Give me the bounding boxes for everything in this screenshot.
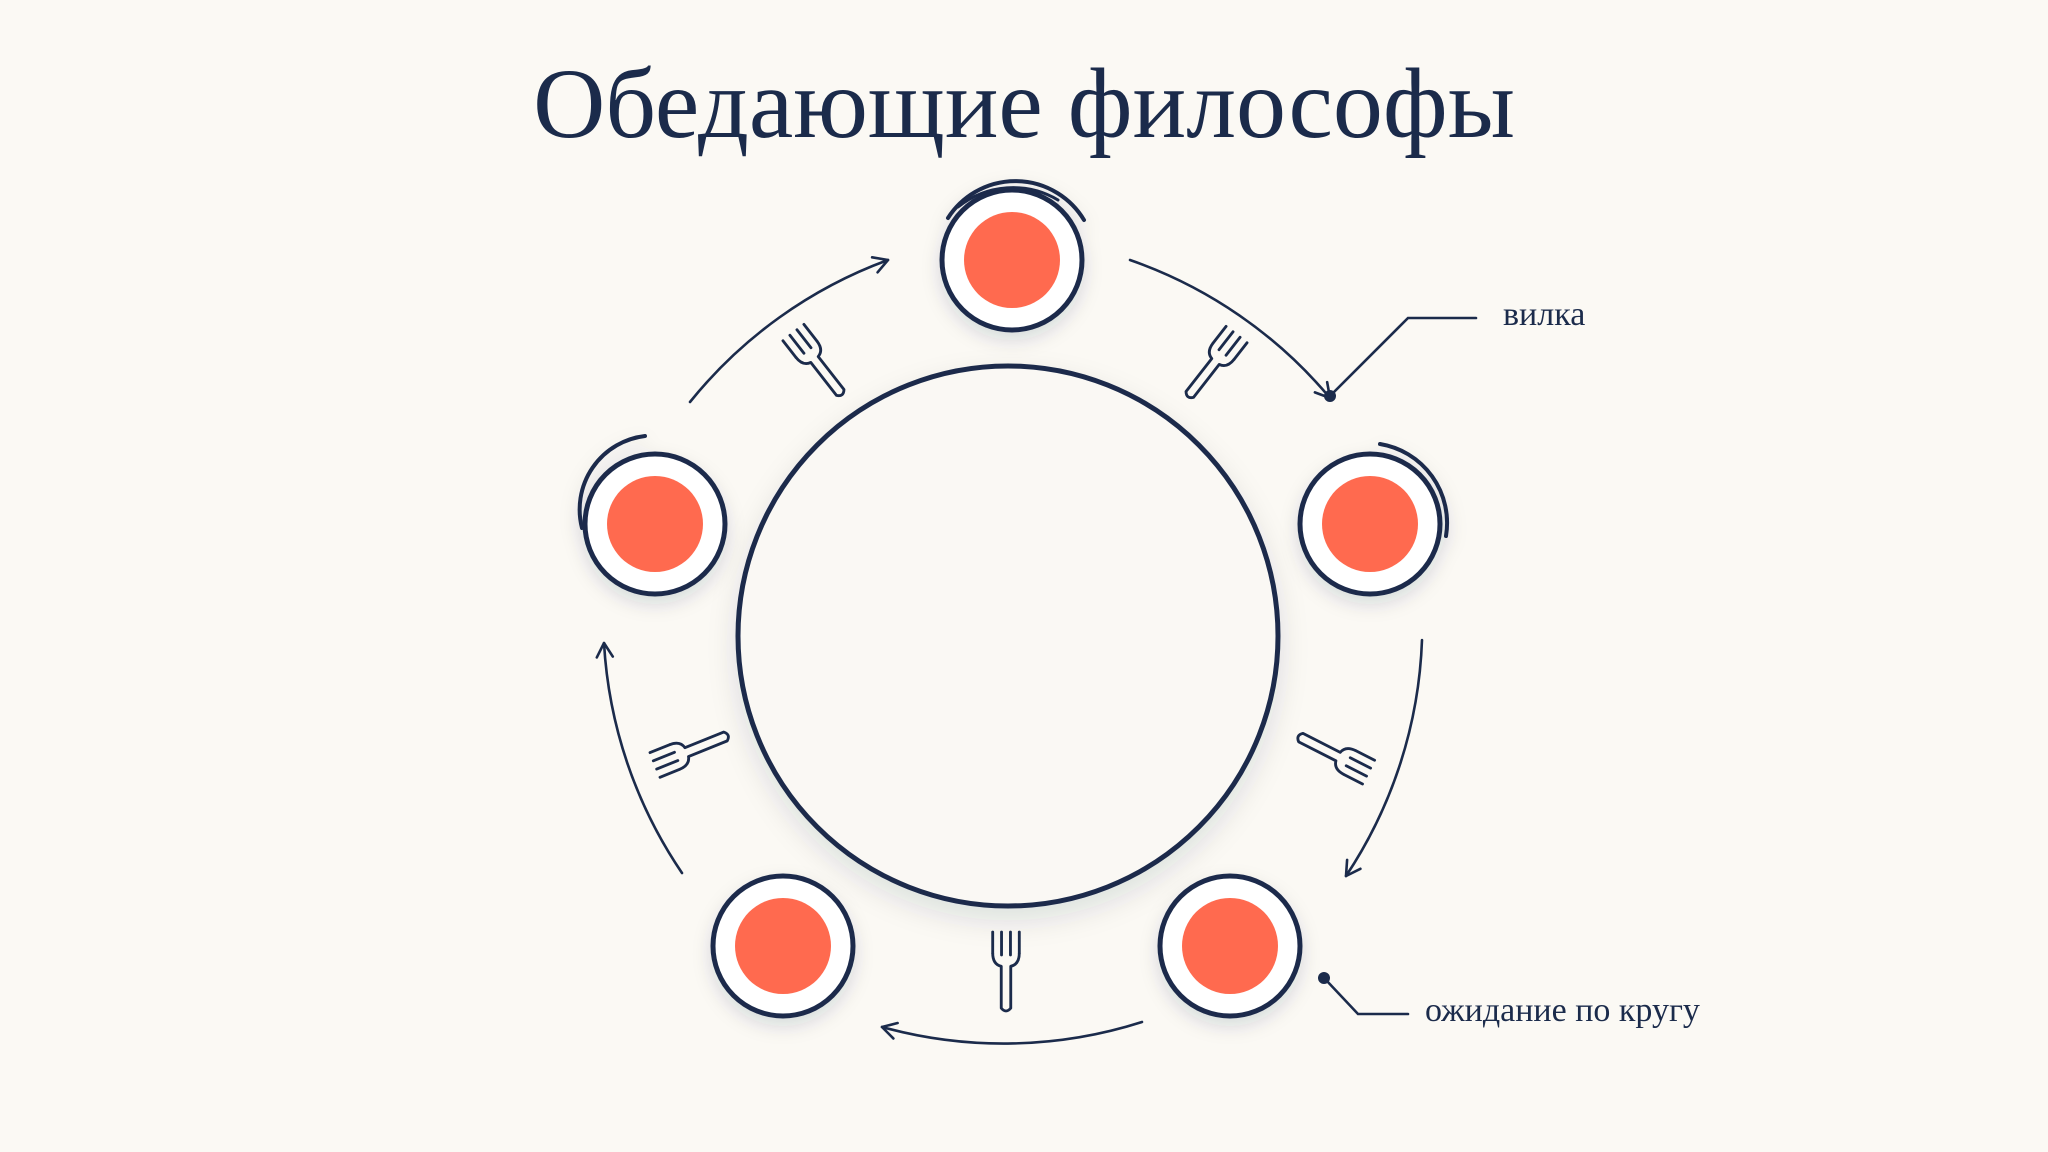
cycle-arrow bbox=[688, 256, 890, 404]
fork-icon bbox=[991, 930, 1021, 1013]
fork-icon bbox=[781, 322, 854, 405]
holding-forks-arc bbox=[1378, 442, 1450, 538]
philosopher bbox=[710, 873, 856, 1019]
philosopher-plate-icon bbox=[1322, 476, 1418, 572]
philosopher bbox=[939, 179, 1086, 333]
fork-callout bbox=[1324, 316, 1478, 402]
table bbox=[735, 363, 1281, 909]
fork-icon bbox=[1176, 324, 1249, 407]
philosopher-plate-icon bbox=[1182, 898, 1278, 994]
philosopher-plate-icon bbox=[735, 898, 831, 994]
philosopher bbox=[1297, 442, 1450, 597]
philosopher-plate-icon bbox=[964, 212, 1060, 308]
diagram-title: Обедающие философы bbox=[533, 48, 1515, 159]
philosopher bbox=[577, 434, 728, 597]
cycle-arrow bbox=[880, 1020, 1144, 1045]
philosopher-plate-icon bbox=[607, 476, 703, 572]
cycle-arrow bbox=[595, 641, 684, 875]
fork-label: вилка bbox=[1503, 296, 1586, 333]
fork-icon bbox=[1290, 723, 1377, 786]
holding-forks-arc bbox=[946, 179, 1086, 222]
holding-forks-arc bbox=[577, 434, 647, 530]
philosopher bbox=[1157, 873, 1303, 1019]
cycle-arrow bbox=[1128, 258, 1332, 400]
waiting-label: ожидание по кругу bbox=[1425, 992, 1700, 1029]
waiting-cycle-arrows bbox=[595, 256, 1424, 1045]
cycle-arrow bbox=[1344, 638, 1424, 878]
waiting-callout bbox=[1318, 972, 1410, 1016]
fork-icon bbox=[648, 721, 735, 779]
